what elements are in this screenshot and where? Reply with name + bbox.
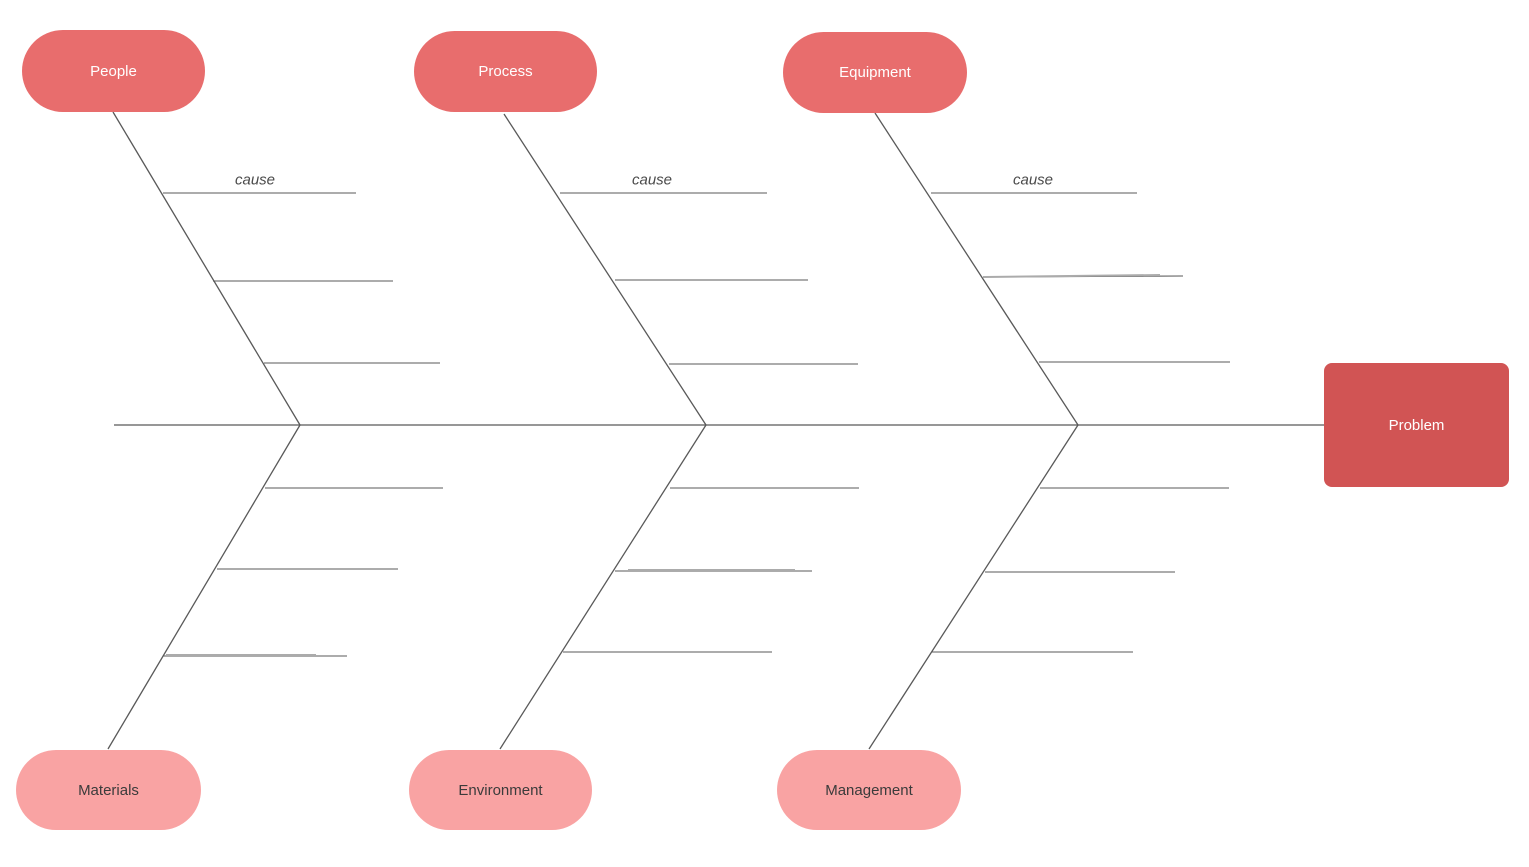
category-pill-materials[interactable]: Materials bbox=[16, 750, 201, 830]
problem-box[interactable]: Problem bbox=[1324, 363, 1509, 487]
category-pill-equipment[interactable]: Equipment bbox=[783, 32, 967, 113]
category-pill-management[interactable]: Management bbox=[777, 750, 961, 830]
category-pill-people[interactable]: People bbox=[22, 30, 205, 112]
category-pill-process[interactable]: Process bbox=[414, 31, 597, 112]
cause-label: cause bbox=[234, 171, 276, 189]
cause-label: cause bbox=[631, 171, 673, 189]
category-pill-environment[interactable]: Environment bbox=[409, 750, 592, 830]
cause-label: cause bbox=[1012, 171, 1054, 189]
